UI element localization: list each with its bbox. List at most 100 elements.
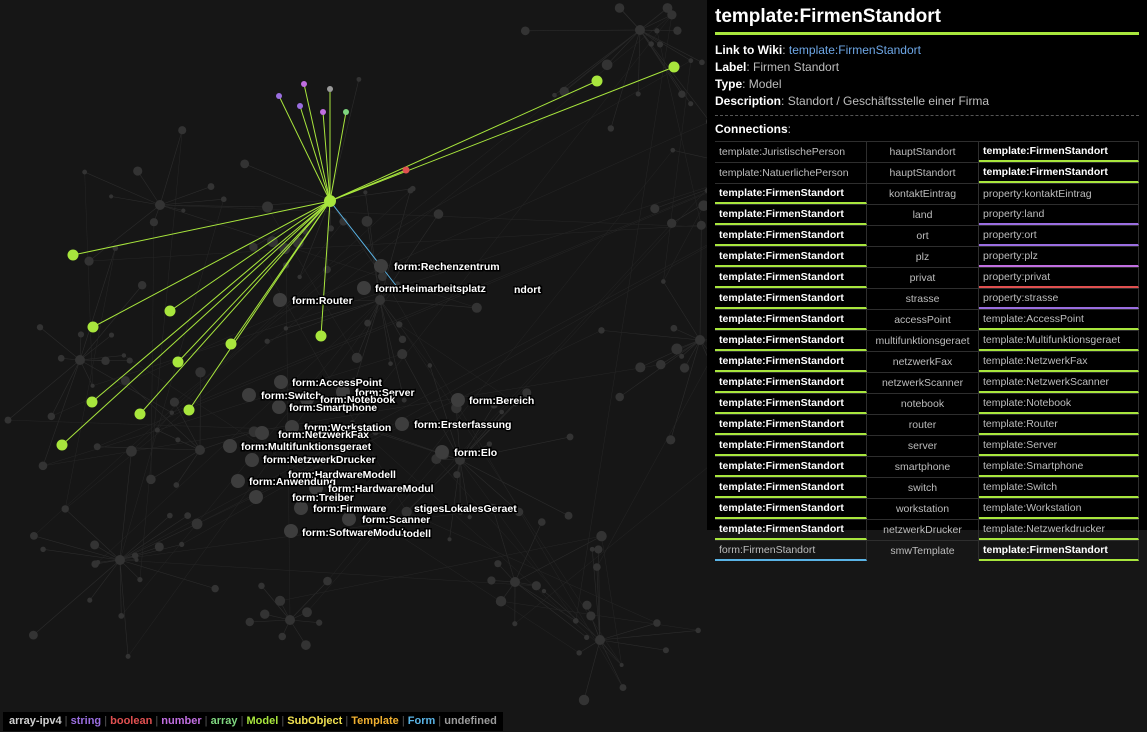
connection-to[interactable]: template:Workstation [979,498,1139,519]
connection-to[interactable]: template:FirmenStandort [979,540,1139,561]
form-node[interactable] [242,388,256,402]
connection-to[interactable]: template:FirmenStandort [979,162,1139,183]
connection-from[interactable]: template:FirmenStandort [715,330,867,351]
connected-node[interactable] [402,166,410,174]
connected-node[interactable] [183,404,195,416]
connection-to[interactable]: template:FirmenStandort [979,141,1139,162]
node-label[interactable]: ndort [513,283,543,298]
node-label[interactable]: form:Elo [453,446,499,461]
connection-from[interactable]: template:NatuerlichePerson [715,162,867,183]
node-label[interactable]: form:Rechenzentrum [393,260,502,275]
form-node[interactable] [342,512,356,526]
connected-node[interactable] [86,396,98,408]
highlighted-nodes[interactable] [56,61,680,539]
legend-item[interactable]: array-ipv4 [9,715,62,727]
connected-node[interactable] [668,61,680,73]
form-node[interactable] [274,375,288,389]
node-label[interactable]: form:Router [291,294,355,309]
node-label[interactable]: form:SoftwareModul [301,526,406,541]
connection-to[interactable]: template:Server [979,435,1139,456]
connection-from[interactable]: template:FirmenStandort [715,414,867,435]
connection-from[interactable]: template:FirmenStandort [715,246,867,267]
connection-from[interactable]: template:FirmenStandort [715,204,867,225]
connection-to[interactable]: template:AccessPoint [979,309,1139,330]
connection-from[interactable]: form:FirmenStandort [715,540,867,561]
connected-node[interactable] [134,408,146,420]
legend-item[interactable]: boolean [110,715,153,727]
form-node[interactable] [284,524,298,538]
form-node[interactable] [374,259,388,273]
form-node[interactable] [294,501,308,515]
node-label[interactable]: todell [402,527,433,542]
connection-to[interactable]: template:NetzwerkFax [979,351,1139,372]
wiki-link[interactable]: template:FirmenStandort [788,43,921,57]
connection-to[interactable]: template:Router [979,414,1139,435]
connection-from[interactable]: template:FirmenStandort [715,498,867,519]
connection-from[interactable]: template:FirmenStandort [715,477,867,498]
connection-from[interactable]: template:FirmenStandort [715,183,867,204]
node-label[interactable]: form:AccessPoint [291,376,384,391]
node-label[interactable]: form:Switch [260,389,324,404]
legend-item[interactable]: Template [351,715,399,727]
node-label[interactable]: form:NetzwerkFax [277,428,371,443]
node-label[interactable]: form:Bereich [468,394,536,409]
form-node[interactable] [451,393,465,407]
node-label[interactable]: form:Treiber [291,491,356,506]
connected-node[interactable] [591,75,603,87]
connection-to[interactable]: property:land [979,204,1139,225]
legend-item[interactable]: number [161,715,202,727]
node-label[interactable]: form:Ersterfassung [413,418,513,433]
connected-node[interactable] [172,356,184,368]
connection-to[interactable]: property:ort [979,225,1139,246]
legend-item[interactable]: string [70,715,102,727]
legend-item[interactable]: SubObject [287,715,343,727]
connection-to[interactable]: template:Netzwerkdrucker [979,519,1139,540]
connection-from[interactable]: template:JuristischePerson [715,141,867,162]
connection-to[interactable]: property:privat [979,267,1139,288]
connected-node[interactable] [164,305,176,317]
node-label[interactable]: form:Heimarbeitsplatz [374,282,488,297]
connected-node[interactable] [67,249,79,261]
connected-node[interactable] [315,330,327,342]
connection-to[interactable]: property:plz [979,246,1139,267]
form-node[interactable] [245,453,259,467]
form-node[interactable] [336,385,350,399]
node-label[interactable]: form:Anwendung [248,475,338,490]
form-node[interactable] [435,445,449,459]
property-node[interactable] [276,93,282,99]
form-node[interactable] [273,293,287,307]
connection-to[interactable]: template:Smartphone [979,456,1139,477]
node-label[interactable]: form:Multifunktionsgeraet [240,440,374,455]
node-label[interactable]: form:HardwareModul [327,482,436,497]
node-labels[interactable]: form:Rechenzentrum form:Heimarbeitsplatz n… [240,260,543,542]
connection-from[interactable]: template:FirmenStandort [715,519,867,540]
property-node[interactable] [301,81,307,87]
legend-item[interactable]: array [210,715,238,727]
connection-from[interactable]: template:FirmenStandort [715,225,867,246]
form-node[interactable] [231,474,245,488]
property-node[interactable] [327,86,333,92]
connection-from[interactable]: template:FirmenStandort [715,267,867,288]
node-label[interactable]: form:Notebook [319,393,397,408]
connection-from[interactable]: template:FirmenStandort [715,456,867,477]
form-node[interactable] [223,439,237,453]
legend-item[interactable]: undefined [444,715,497,727]
node-label[interactable]: stigesLokalesGeraet [413,502,519,517]
connection-from[interactable]: template:FirmenStandort [715,309,867,330]
node-label[interactable]: form:HardwareModell [287,468,398,483]
